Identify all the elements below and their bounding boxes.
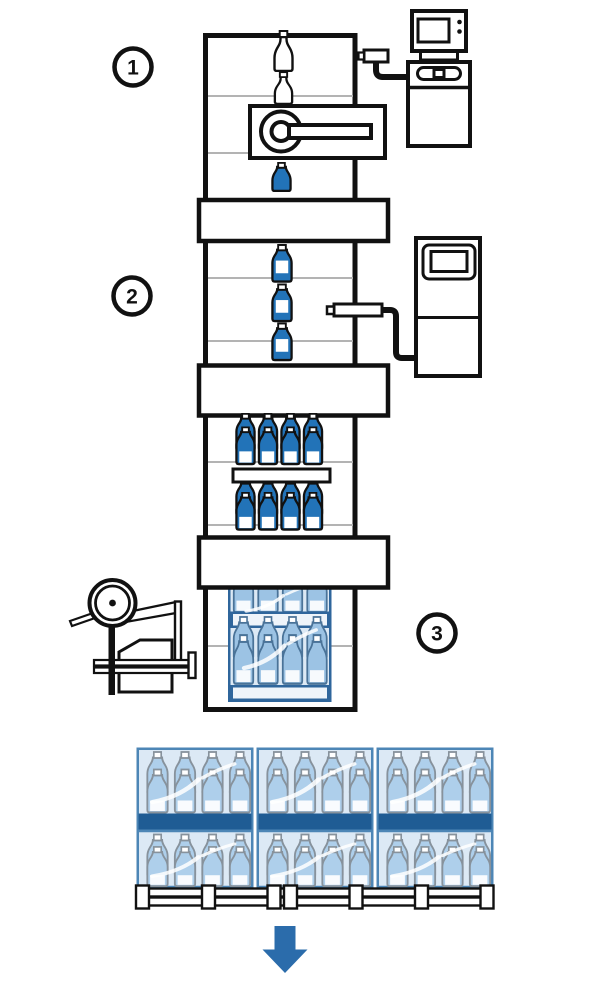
sensor-body bbox=[332, 302, 384, 318]
camera-body bbox=[362, 48, 390, 64]
pallet-foot bbox=[200, 884, 217, 910]
step-label: 2 bbox=[126, 286, 138, 309]
wrapper-roller-bottom bbox=[92, 666, 191, 675]
filler-arm bbox=[287, 123, 373, 140]
pallet-foot bbox=[413, 884, 430, 910]
station-block-a bbox=[196, 197, 391, 244]
sensor-cable bbox=[381, 307, 415, 361]
wrapper-guide-plate bbox=[187, 651, 197, 680]
camera-cable bbox=[373, 60, 408, 80]
pallet-foot bbox=[134, 884, 151, 910]
shrink-wrapped-pack bbox=[228, 570, 332, 702]
film-wrapper-machine bbox=[68, 578, 197, 695]
wrapper-plate bbox=[173, 600, 183, 664]
control-terminal bbox=[414, 236, 482, 378]
pack-band bbox=[258, 813, 372, 830]
pallet-foot bbox=[479, 884, 495, 910]
pallet-foot bbox=[348, 884, 364, 910]
pallet-plank bbox=[136, 896, 494, 907]
pack-band bbox=[230, 685, 330, 701]
pallet bbox=[134, 884, 495, 910]
drive-button bbox=[432, 68, 446, 79]
inspection-camera-and-computer bbox=[357, 9, 472, 148]
sensor-cap bbox=[325, 305, 336, 316]
step-marker-1: 1 bbox=[112, 46, 154, 88]
station-block-b bbox=[196, 363, 391, 418]
wrapper-stand bbox=[108, 624, 115, 695]
pallet-foot bbox=[266, 884, 282, 910]
camera-lens bbox=[357, 51, 366, 61]
station2-bottles bbox=[271, 244, 293, 362]
step-circle bbox=[111, 275, 153, 317]
step-label: 3 bbox=[431, 623, 443, 646]
terminal-screen bbox=[429, 250, 469, 273]
rotary-filler-machine bbox=[248, 104, 387, 160]
grouping-bar bbox=[231, 467, 332, 484]
arrow-icon bbox=[262, 926, 308, 973]
label-sensor bbox=[325, 302, 415, 361]
pack-band bbox=[138, 813, 252, 830]
step-marker-2: 2 bbox=[111, 275, 153, 317]
film-roll-core bbox=[94, 584, 131, 622]
pack-band bbox=[230, 611, 330, 628]
indicator-light bbox=[457, 29, 462, 34]
step-circle bbox=[112, 46, 154, 88]
film-roll-axle bbox=[109, 599, 116, 607]
step-circle bbox=[416, 612, 458, 654]
pallet-plank bbox=[136, 887, 494, 898]
pallet-load bbox=[136, 747, 494, 889]
step-marker-3: 3 bbox=[416, 612, 458, 654]
pallet-foot bbox=[282, 884, 299, 910]
pack-band bbox=[378, 813, 492, 830]
wrapper-roller-top bbox=[92, 658, 191, 667]
indicator-light bbox=[457, 19, 462, 25]
station-block-c bbox=[196, 535, 391, 590]
down-arrow bbox=[262, 926, 308, 973]
step-label: 1 bbox=[127, 57, 139, 80]
monitor-screen bbox=[416, 17, 451, 44]
